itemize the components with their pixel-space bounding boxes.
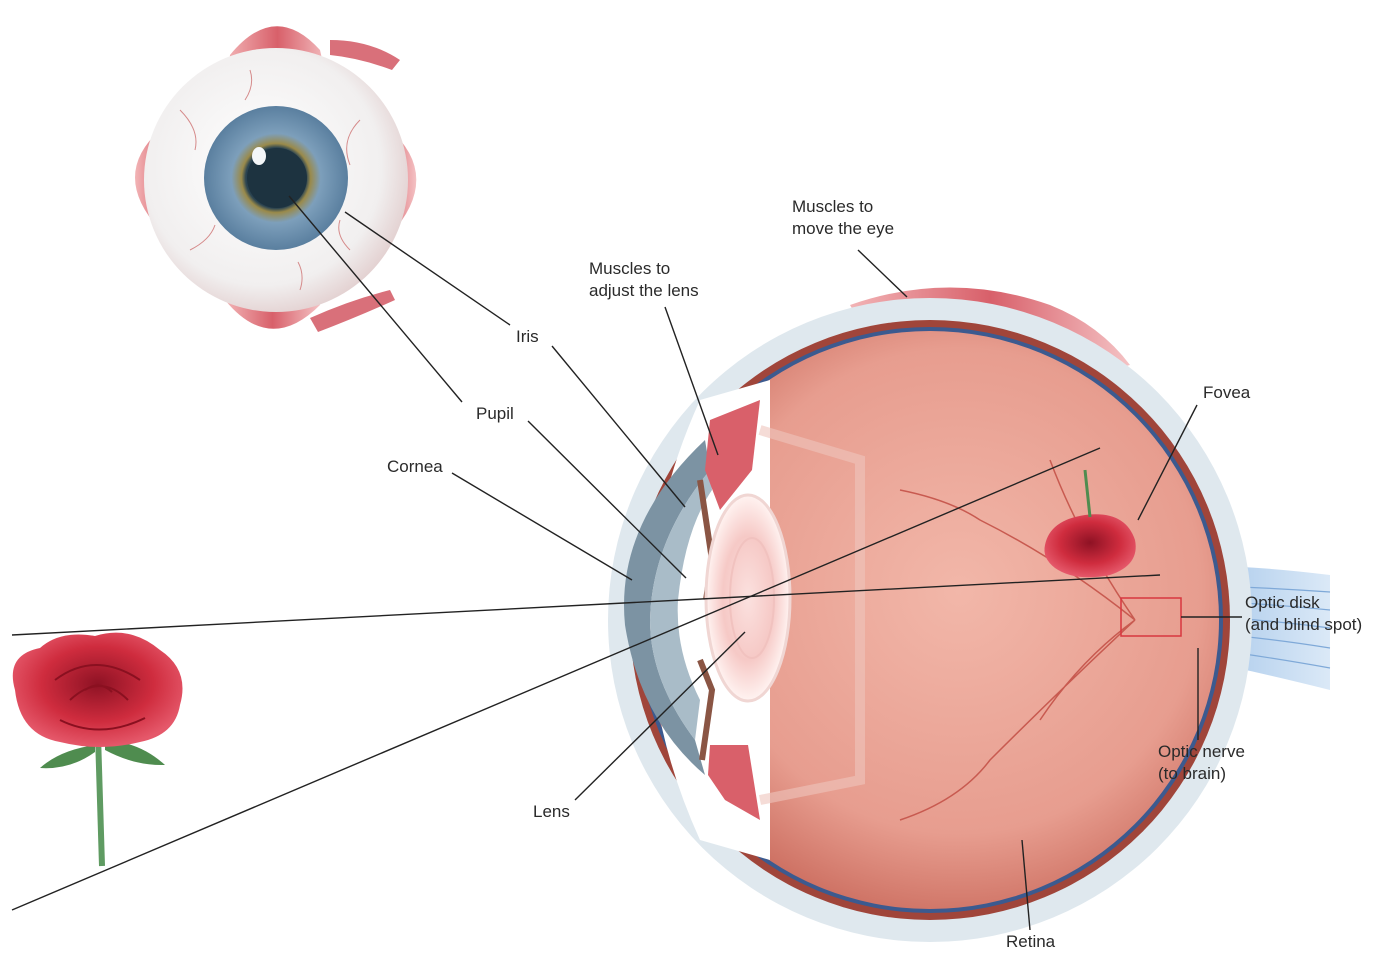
- label-cornea: Cornea: [387, 456, 443, 478]
- label-muscles-eye-line1: Muscles to: [792, 196, 894, 218]
- label-optic-disk: Optic disk (and blind spot): [1245, 592, 1362, 636]
- label-optic-nerve-line1: Optic nerve: [1158, 741, 1245, 763]
- rose-object: [13, 633, 183, 866]
- label-optic-nerve-line2: (to brain): [1158, 763, 1245, 785]
- leader-muscles-eye: [858, 250, 907, 297]
- front-eyeball: [135, 26, 416, 332]
- label-fovea: Fovea: [1203, 382, 1250, 404]
- label-lens: Lens: [533, 801, 570, 823]
- label-optic-disk-line2: (and blind spot): [1245, 614, 1362, 636]
- label-muscles-eye: Muscles to move the eye: [792, 196, 894, 240]
- label-muscles-lens-line1: Muscles to: [589, 258, 699, 280]
- label-iris: Iris: [516, 326, 539, 348]
- label-optic-disk-line1: Optic disk: [1245, 592, 1362, 614]
- leader-cornea: [452, 473, 632, 580]
- label-muscles-eye-line2: move the eye: [792, 218, 894, 240]
- rose-leaf-left: [40, 745, 95, 768]
- label-retina: Retina: [1006, 931, 1055, 953]
- label-pupil: Pupil: [476, 403, 514, 425]
- leader-iris-side: [552, 346, 685, 507]
- label-muscles-lens: Muscles to adjust the lens: [589, 258, 699, 302]
- label-muscles-lens-line2: adjust the lens: [589, 280, 699, 302]
- label-optic-nerve: Optic nerve (to brain): [1158, 741, 1245, 785]
- rose-stem: [98, 735, 102, 866]
- pupil-highlight: [252, 147, 266, 165]
